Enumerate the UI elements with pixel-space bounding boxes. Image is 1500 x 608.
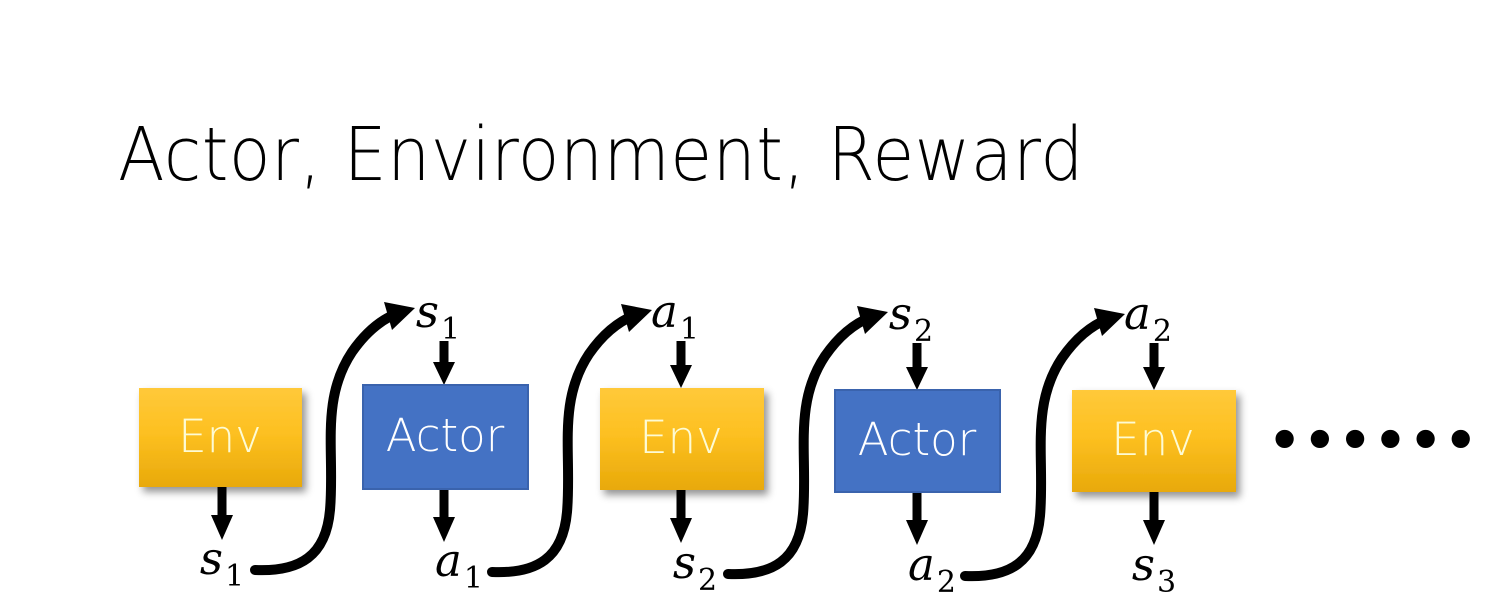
page-title: Actor, Environment, Reward bbox=[118, 112, 1084, 198]
svg-text:s1: s1 bbox=[200, 532, 244, 594]
label-bot-a2-base: a bbox=[908, 538, 935, 591]
node-env-2-label: Env bbox=[639, 411, 723, 464]
arrow-into-env-2 bbox=[670, 341, 692, 388]
svg-text:a2: a2 bbox=[908, 538, 956, 600]
node-actor-1-label: Actor bbox=[386, 409, 505, 462]
node-env-1-label: Env bbox=[178, 410, 262, 463]
label-top-a1-sub: 1 bbox=[680, 312, 699, 347]
label-bot-s3-sub: 3 bbox=[1157, 565, 1176, 600]
node-actor-2-label: Actor bbox=[858, 413, 977, 466]
node-env-3[interactable]: Env bbox=[1072, 390, 1236, 492]
label-top-s2-base: s bbox=[889, 287, 912, 340]
label-bot-s2-sub: 2 bbox=[698, 563, 717, 598]
arrow-out-actor-2 bbox=[906, 492, 928, 545]
arrow-out-env-1 bbox=[211, 487, 233, 540]
label-bot-s3-base: s bbox=[1132, 538, 1155, 591]
label-bot-s3: s3 bbox=[1132, 538, 1176, 600]
label-top-a2-base: a bbox=[1124, 287, 1151, 340]
continuation-ellipsis: •••••• bbox=[1268, 411, 1479, 471]
svg-text:a1: a1 bbox=[651, 285, 699, 347]
svg-text:s1: s1 bbox=[416, 285, 460, 347]
connector-a1-to-env-2 bbox=[487, 304, 652, 578]
label-top-s2-sub: 2 bbox=[914, 314, 933, 349]
svg-text:a1: a1 bbox=[435, 534, 483, 596]
label-bot-a2-sub: 2 bbox=[937, 565, 956, 600]
label-top-s1: s1 bbox=[416, 285, 460, 347]
label-top-s1-base: s bbox=[416, 285, 439, 338]
node-env-3-label: Env bbox=[1111, 413, 1195, 466]
label-bot-a1: a1 bbox=[435, 534, 483, 596]
arrow-out-actor-1 bbox=[433, 489, 455, 542]
label-bot-s1-base: s bbox=[200, 532, 223, 585]
label-top-a2-sub: 2 bbox=[1153, 314, 1172, 349]
connector-s2-to-actor-2 bbox=[723, 306, 888, 580]
label-bot-s2-base: s bbox=[673, 536, 696, 589]
svg-text:s2: s2 bbox=[889, 287, 933, 349]
label-bot-a1-base: a bbox=[435, 534, 462, 587]
arrow-into-actor-1 bbox=[433, 341, 455, 385]
arrow-into-actor-2 bbox=[906, 343, 928, 390]
connector-s1-to-actor-1 bbox=[250, 302, 415, 576]
label-bot-s1: s1 bbox=[200, 532, 244, 594]
label-top-a1: a1 bbox=[651, 285, 699, 347]
label-bot-a2: a2 bbox=[908, 538, 956, 600]
svg-text:s2: s2 bbox=[673, 536, 717, 598]
label-top-a2: a2 bbox=[1124, 287, 1172, 349]
node-env-1[interactable]: Env bbox=[139, 388, 302, 487]
node-actor-1[interactable]: Actor bbox=[362, 384, 529, 490]
connector-a2-to-env-3 bbox=[960, 308, 1125, 582]
label-bot-s2: s2 bbox=[673, 536, 717, 598]
label-bot-s1-sub: 1 bbox=[225, 559, 244, 594]
arrow-out-env-2 bbox=[670, 490, 692, 543]
svg-text:s3: s3 bbox=[1132, 538, 1176, 600]
label-top-s2: s2 bbox=[889, 287, 933, 349]
arrow-out-env-3 bbox=[1143, 492, 1165, 545]
node-actor-2[interactable]: Actor bbox=[834, 389, 1001, 493]
svg-text:a2: a2 bbox=[1124, 287, 1172, 349]
node-env-2[interactable]: Env bbox=[600, 388, 764, 490]
label-top-a1-base: a bbox=[651, 285, 678, 338]
arrow-into-env-3 bbox=[1143, 343, 1165, 390]
label-top-s1-sub: 1 bbox=[441, 312, 460, 347]
label-bot-a1-sub: 1 bbox=[464, 561, 483, 596]
